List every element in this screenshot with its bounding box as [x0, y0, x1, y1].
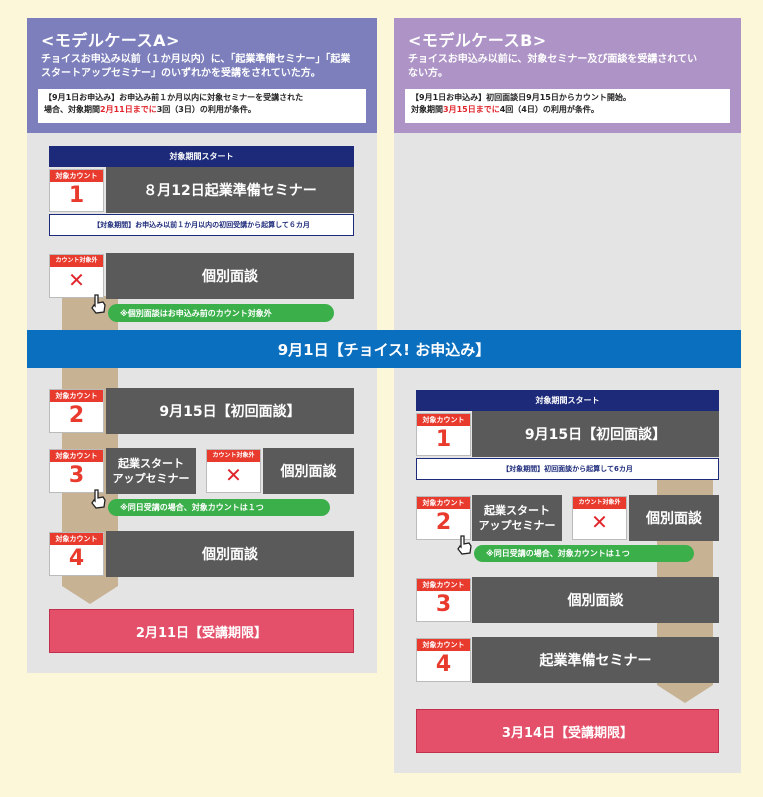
- pointing-hand-icon: [457, 535, 472, 555]
- case-a-interview-excluded-bar: 個別面談: [106, 253, 354, 299]
- case-b-deadline: 3月14日【受講期限】: [416, 709, 719, 753]
- count-number: 1: [68, 183, 85, 208]
- cross-icon: ✕: [591, 510, 608, 534]
- case-b-arrow-tip: [657, 685, 713, 703]
- seminar-line1: 起業スタート: [484, 504, 550, 517]
- case-b-note: 【9月1日お申込み】初回面談日9月15日からカウント開始。 対象期間3月15日ま…: [405, 89, 730, 123]
- case-b-note-pill: ※同日受講の場合、対象カウントは１つ: [474, 545, 694, 562]
- count-number: 2: [68, 403, 85, 428]
- count-number: 4: [68, 546, 85, 571]
- case-a-note-pill-1: ※個別面談はお申込み前のカウント対象外: [108, 304, 334, 322]
- case-b-step1-count: 対象カウント 1: [416, 413, 471, 456]
- pointing-hand-icon: [91, 489, 106, 509]
- case-a-arrow-tip: [62, 586, 118, 604]
- case-a-header: <モデルケースA> チョイスお申込み以前（１か月以内）に、「起業準備セミナー」「…: [27, 18, 377, 133]
- case-a-step3-seminar-bar: 起業スタート アップセミナー: [106, 448, 196, 494]
- pointing-hand-icon: [91, 294, 106, 314]
- cross-icon: ✕: [225, 463, 242, 487]
- case-a-step3-excluded-count: カウント対象外 ✕: [206, 449, 261, 493]
- seminar-line1: 起業スタート: [118, 457, 184, 470]
- case-b-step4-count: 対象カウント 4: [416, 638, 471, 682]
- case-b-note-text: 対象期間: [411, 105, 443, 114]
- count-number: 3: [435, 592, 452, 617]
- seminar-line2: アップセミナー: [478, 519, 556, 532]
- case-b-start-band: 対象期間スタート: [416, 390, 719, 411]
- case-a-step4-count: 対象カウント 4: [49, 532, 104, 576]
- case-b-step2-excluded-count: カウント対象外 ✕: [572, 496, 627, 540]
- case-b-header: <モデルケースB> チョイスお申込み以前に、対象セミナー及び面談を受講されてい …: [394, 18, 741, 133]
- case-b-note-condition: 4回（4日）の利用が条件。: [499, 105, 599, 114]
- case-b-note-line1: 【9月1日お申込み】初回面談日9月15日からカウント開始。: [411, 93, 631, 102]
- application-banner: 9月1日【チョイス! お申込み】: [27, 330, 741, 368]
- case-a-step1-count: 対象カウント 1: [49, 169, 104, 212]
- case-a-note: 【9月1日お申込み】お申込み前１か月以内に対象セミナーを受講された 場合、対象期…: [38, 89, 366, 123]
- count-number: 2: [435, 510, 452, 535]
- case-a-period: 【対象期間】お申込み以前１か月以内の初回受講から起算して６カ月: [49, 214, 354, 236]
- case-a-step1-bar: ８月12日起業準備セミナー: [106, 167, 354, 213]
- case-a-excluded-count: カウント対象外 ✕: [49, 254, 104, 298]
- count-number: 1: [435, 427, 452, 452]
- case-a-note-line2: 場合、対象期間2月11日までに3回（3日）の利用が条件。: [44, 104, 360, 116]
- case-a-desc-2: スタートアップセミナー」のいずれかを受講をされていた方。: [41, 68, 321, 79]
- case-a-note-deadline: 2月11日までに: [100, 105, 157, 114]
- count-label: 対象カウント: [417, 414, 470, 426]
- case-a-step2-bar: 9月15日【初回面談】: [106, 388, 354, 434]
- case-a-deadline: 2月11日【受講期限】: [49, 609, 354, 653]
- case-b-step2-count: 対象カウント 2: [416, 496, 471, 540]
- count-number: 4: [435, 652, 452, 677]
- case-b-step3-count: 対象カウント 3: [416, 578, 471, 622]
- case-a-note-text: 場合、対象期間: [44, 105, 100, 114]
- case-a-note-line1: 【9月1日お申込み】お申込み前１か月以内に対象セミナーを受講された: [44, 93, 304, 102]
- count-label: 対象カウント: [50, 170, 103, 182]
- case-a-start-band: 対象期間スタート: [49, 146, 354, 167]
- excluded-label: カウント対象外: [207, 450, 260, 462]
- count-number: 3: [68, 463, 85, 488]
- count-label: 対象カウント: [50, 533, 103, 545]
- case-b-step3-bar: 個別面談: [472, 577, 719, 623]
- count-label: 対象カウント: [50, 390, 103, 402]
- count-label: 対象カウント: [50, 450, 103, 462]
- case-b-desc-2: ない方。: [408, 68, 448, 79]
- case-a-title: <モデルケースA>: [41, 31, 180, 50]
- case-b-step2-seminar-bar: 起業スタート アップセミナー: [472, 495, 562, 541]
- case-b-step1-bar: 9月15日【初回面談】: [472, 411, 719, 457]
- case-b-step2-interview-bar: 個別面談: [629, 495, 719, 541]
- seminar-line2: アップセミナー: [112, 472, 190, 485]
- case-a-note-pill-2: ※同日受講の場合、対象カウントは１つ: [108, 499, 330, 516]
- case-b-note-deadline: 3月15日までに: [443, 105, 500, 114]
- case-a-step3-interview-bar: 個別面談: [263, 448, 354, 494]
- count-label: 対象カウント: [417, 579, 470, 591]
- excluded-label: カウント対象外: [573, 497, 626, 509]
- case-a-step3-count: 対象カウント 3: [49, 449, 104, 493]
- case-a-note-condition: 3回（3日）の利用が条件。: [156, 105, 256, 114]
- case-b-period: 【対象期間】初回面談から起算して6カ月: [416, 458, 719, 480]
- case-b-title: <モデルケースB>: [408, 31, 547, 50]
- excluded-label: カウント対象外: [50, 255, 103, 267]
- count-label: 対象カウント: [417, 639, 470, 651]
- case-b-note-line2: 対象期間3月15日までに4回（4日）の利用が条件。: [411, 104, 724, 116]
- cross-icon: ✕: [68, 268, 85, 292]
- case-a-desc-1: チョイスお申込み以前（１か月以内）に、「起業準備セミナー」「起業: [41, 54, 351, 65]
- case-a-step2-count: 対象カウント 2: [49, 389, 104, 433]
- count-label: 対象カウント: [417, 497, 470, 509]
- case-b-desc-1: チョイスお申込み以前に、対象セミナー及び面談を受講されてい: [408, 54, 698, 65]
- case-b-step4-bar: 起業準備セミナー: [472, 637, 719, 683]
- case-a-step4-bar: 個別面談: [106, 531, 354, 577]
